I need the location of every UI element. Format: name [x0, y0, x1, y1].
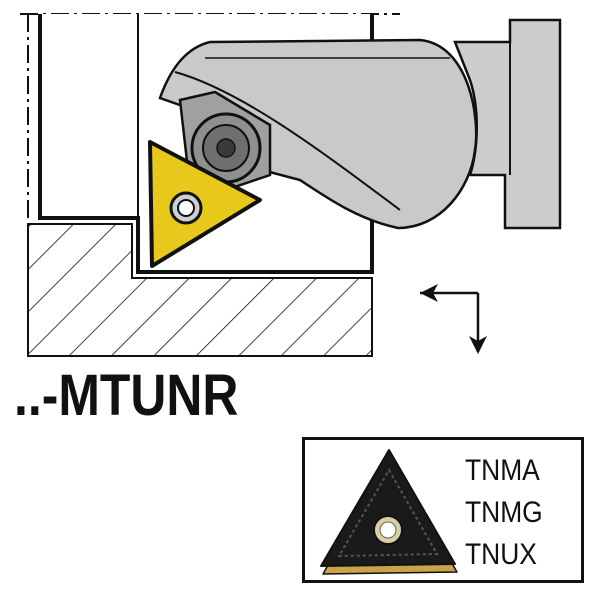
feed-arrow-left-head [420, 284, 438, 302]
insert-type-list: TNMA TNMG TNUX [465, 450, 543, 576]
black-insert-hole-inner [379, 521, 397, 539]
insert-types-box: TNMA TNMG TNUX [302, 437, 584, 583]
black-insert-chipbreaker [337, 467, 439, 558]
screw-socket [216, 138, 236, 158]
model-code: ..-MTUNR [14, 363, 239, 428]
feed-arrow-down-head [469, 336, 487, 354]
black-insert-illustration [320, 449, 458, 575]
tool-holder-shank [453, 18, 562, 230]
black-insert-body [320, 449, 456, 567]
insert-yellow [148, 140, 262, 268]
insert-type-tnmg: TNMG [465, 496, 543, 529]
insert-hole-inner [177, 199, 195, 217]
insert-type-tnma: TNMA [465, 454, 540, 487]
holder-groove-line [174, 71, 401, 211]
insert-type-tnux: TNUX [465, 538, 537, 571]
workpiece-hatched-section [27, 223, 373, 357]
